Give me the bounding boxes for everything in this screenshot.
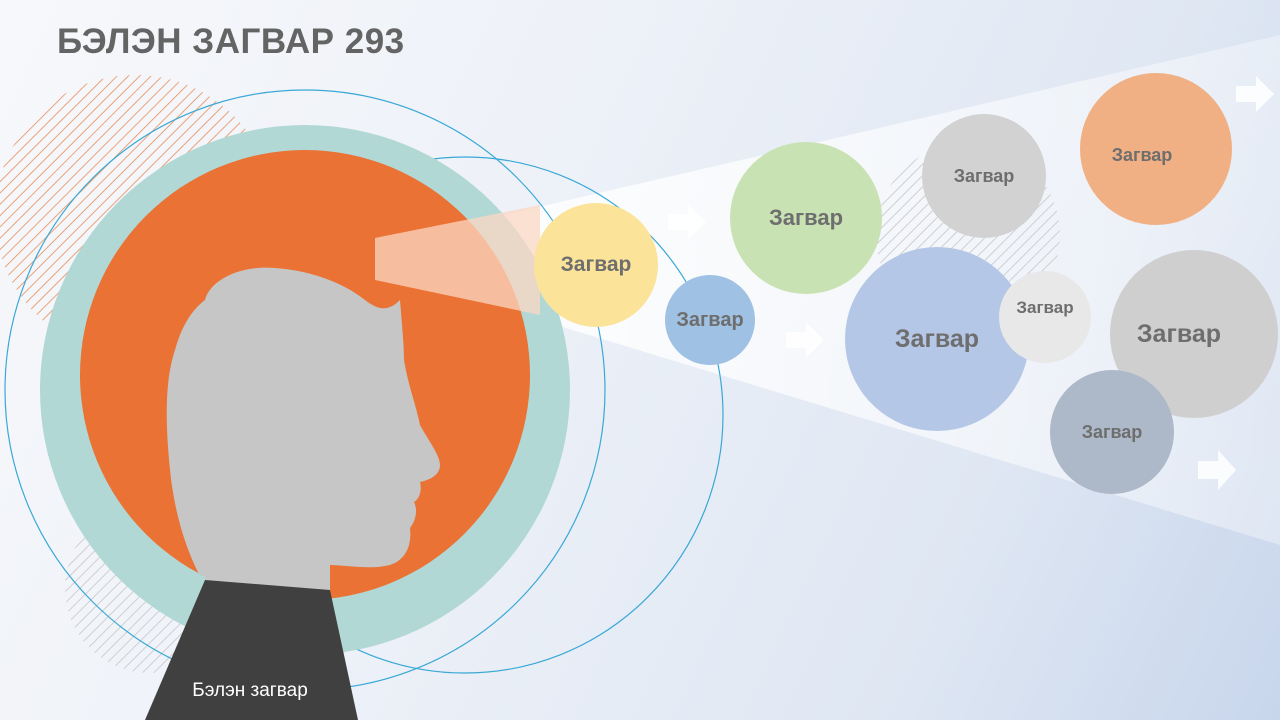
right-arrow-icon bbox=[1236, 76, 1274, 112]
bubble-label: Загвар bbox=[768, 205, 844, 230]
bubble-green: Загвар bbox=[730, 142, 882, 294]
bubble-yellow: Загвар bbox=[534, 203, 658, 327]
body-label: Бэлэн загвар bbox=[192, 680, 308, 701]
bubble-label: Загвар bbox=[1016, 298, 1074, 317]
bubble-label: Загвар bbox=[894, 324, 980, 353]
bubble-label: Загвар bbox=[953, 165, 1015, 186]
bubble-gray-top: Загвар bbox=[922, 114, 1046, 238]
forehead-beam bbox=[375, 205, 540, 315]
bubble-label: Загвар bbox=[1081, 421, 1143, 442]
suit-body bbox=[145, 580, 358, 720]
right-arrow-icon bbox=[1198, 450, 1236, 490]
head-silhouette bbox=[166, 267, 440, 600]
right-arrow-icon bbox=[668, 204, 706, 240]
bubble-light-gray: Загвар bbox=[999, 271, 1091, 363]
bubble-label: Загвар bbox=[676, 308, 744, 331]
right-arrow-icon bbox=[786, 322, 824, 358]
bubble-peach: Загвар bbox=[1080, 73, 1232, 225]
bubble-blue-small: Загвар bbox=[665, 275, 755, 365]
bubble-slate: Загвар bbox=[1050, 370, 1174, 494]
bubble-lavender: Загвар bbox=[845, 247, 1029, 431]
slide-title: БЭЛЭН ЗАГВАР 293 bbox=[57, 22, 405, 61]
bubble-label: Загвар bbox=[560, 253, 632, 276]
bubble-label: Загвар bbox=[1136, 319, 1222, 348]
bubble-label: Загвар bbox=[1111, 144, 1173, 165]
